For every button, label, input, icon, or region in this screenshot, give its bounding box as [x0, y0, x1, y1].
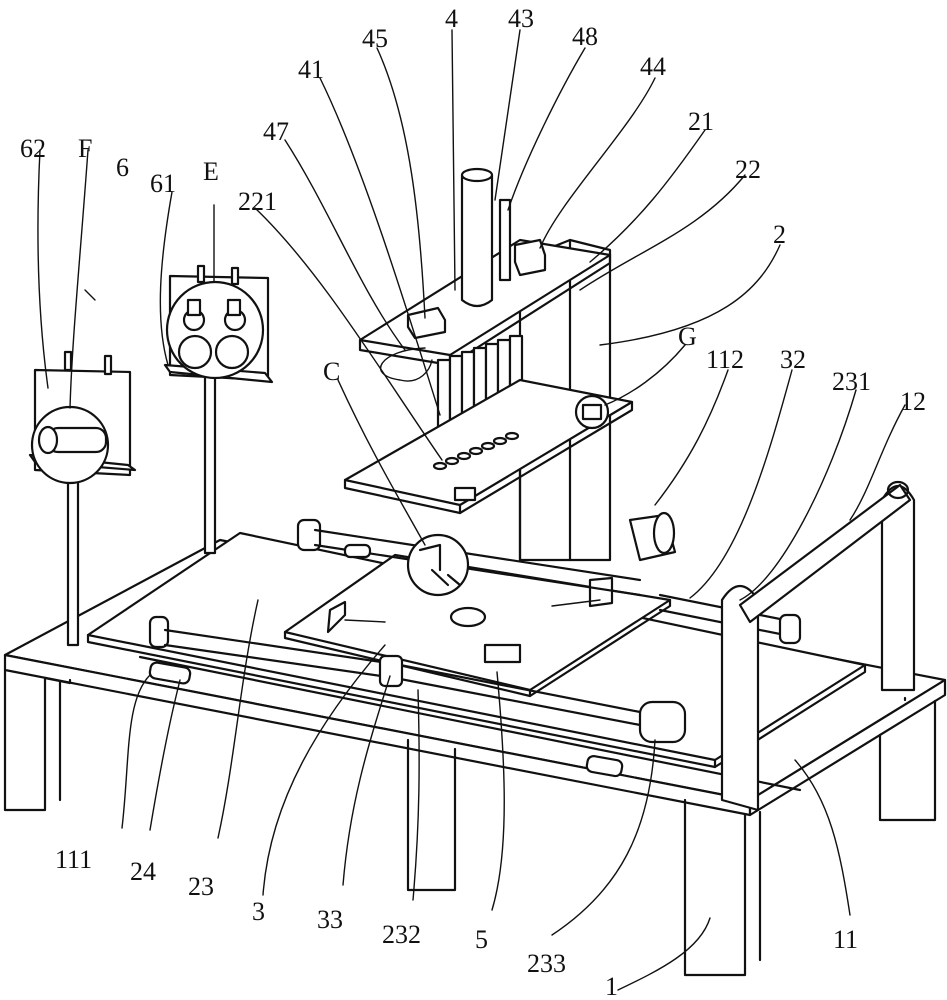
label-22: 22 [735, 155, 761, 184]
label-111: 111 [55, 845, 92, 874]
label-3: 3 [252, 897, 265, 926]
label-112: 112 [706, 345, 744, 374]
label-45: 45 [362, 24, 388, 53]
middle-plate [343, 378, 634, 515]
label-E: E [203, 157, 219, 186]
label-221: 221 [238, 187, 277, 216]
label-C: C [323, 357, 340, 386]
label-5: 5 [475, 925, 488, 954]
leader-lines [37, 29, 906, 991]
label-43: 43 [508, 4, 534, 33]
label-23: 23 [188, 872, 214, 901]
label-24: 24 [130, 857, 156, 886]
label-41: 41 [298, 55, 324, 84]
front-rail [138, 615, 802, 792]
label-32: 32 [780, 345, 806, 374]
detail-c [406, 533, 470, 597]
post-61 [163, 264, 274, 555]
label-233: 233 [527, 949, 566, 978]
label-231: 231 [832, 367, 871, 396]
handle-frame [720, 480, 916, 812]
label-12: 12 [900, 387, 926, 416]
label-G: G [678, 322, 697, 351]
detail-g [574, 394, 610, 430]
label-61: 61 [150, 169, 176, 198]
label-21: 21 [688, 107, 714, 136]
label-2: 2 [773, 220, 786, 249]
label-F: F [78, 134, 92, 163]
label-6: 6 [116, 153, 129, 182]
label-47: 47 [263, 117, 289, 146]
label-44: 44 [640, 52, 666, 81]
label-1: 1 [605, 972, 618, 1000]
label-62: 62 [20, 134, 46, 163]
label-48: 48 [572, 22, 598, 51]
cylinder-112 [628, 511, 677, 562]
rotary-plate [283, 553, 672, 698]
label-232: 232 [382, 920, 421, 949]
label-33: 33 [317, 905, 343, 934]
label-11: 11 [833, 925, 858, 954]
label-4: 4 [445, 4, 458, 33]
reference-labels: 62 F 6 61 E 221 47 41 45 4 43 48 44 21 2… [20, 4, 926, 1000]
